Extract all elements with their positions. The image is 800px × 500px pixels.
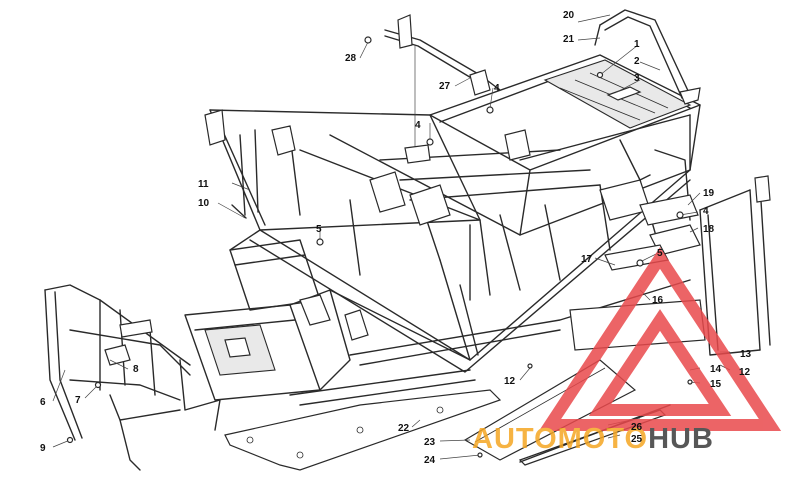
- watermark-logo: AUTOMOTOHUB: [472, 247, 782, 455]
- front-bumper: [44, 284, 221, 471]
- callout-16: 16: [652, 295, 664, 306]
- callout-17: 17: [581, 254, 593, 265]
- callout-12: 12: [504, 376, 516, 387]
- callout-7: 7: [75, 395, 81, 406]
- watermark-triangle: [538, 247, 782, 431]
- callout-20: 20: [563, 10, 575, 21]
- callout-14: 14: [710, 364, 722, 375]
- callout-23: 23: [424, 437, 436, 448]
- callout-4: 4: [415, 120, 421, 131]
- callout-11: 11: [198, 179, 209, 190]
- callout-10: 10: [198, 198, 210, 209]
- callout-3: 3: [634, 73, 640, 84]
- callout-13: 13: [740, 349, 752, 360]
- rear-bumper: [699, 175, 771, 356]
- watermark-moto: MOTO: [558, 423, 648, 455]
- callout-5: 5: [316, 224, 322, 235]
- fasteners: [66, 36, 693, 458]
- callout-26: 26: [631, 422, 643, 433]
- svg-text:AUTOMOTOHUB: AUTOMOTOHUB: [472, 423, 714, 455]
- callout-25: 25: [631, 434, 643, 445]
- callout-18: 18: [703, 224, 715, 235]
- watermark-hub: HUB: [648, 423, 714, 455]
- callout-6: 6: [40, 397, 46, 408]
- callout-5: 5: [657, 248, 663, 259]
- callout-4: 4: [494, 83, 500, 94]
- callout-9: 9: [40, 443, 46, 454]
- top-brace: [384, 14, 501, 164]
- callout-21: 21: [563, 34, 575, 45]
- callout-4: 4: [703, 206, 709, 217]
- callout-24: 24: [424, 455, 436, 466]
- callout-8: 8: [133, 364, 139, 375]
- callout-12: 12: [739, 367, 751, 378]
- watermark-auto: AUTO: [472, 423, 558, 455]
- main-frame: [184, 54, 701, 406]
- callout-1: 1: [634, 39, 640, 50]
- callouts: 1 2 3 4 4 4 5 5 6 7 8 9 10 11 12 12 13 1…: [40, 10, 752, 466]
- rear-hoop: [594, 9, 701, 105]
- callout-27: 27: [439, 81, 451, 92]
- callout-15: 15: [710, 379, 722, 390]
- callout-19: 19: [703, 188, 715, 199]
- callout-22: 22: [398, 423, 410, 434]
- callout-2: 2: [634, 56, 640, 67]
- callout-28: 28: [345, 53, 357, 64]
